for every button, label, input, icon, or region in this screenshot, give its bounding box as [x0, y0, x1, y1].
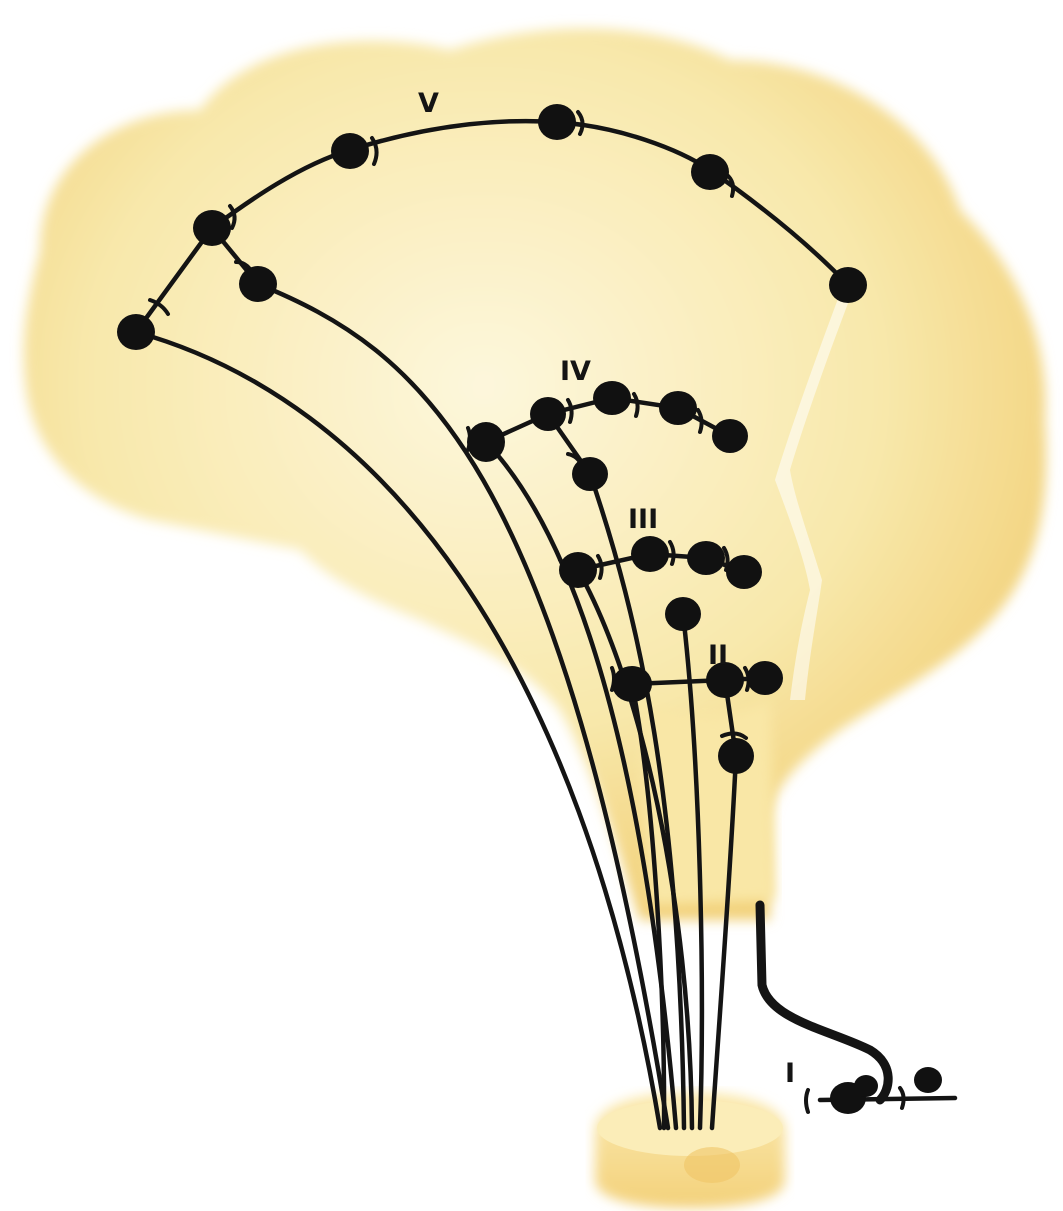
- neuron-body: [631, 536, 669, 572]
- neuron-body: [726, 555, 762, 589]
- brainstem-shape: [640, 700, 775, 905]
- neuron-body: [829, 267, 867, 303]
- neuron-body: [665, 597, 701, 631]
- level-label-ii: II: [708, 640, 728, 671]
- neuron-body: [747, 661, 783, 695]
- brain-silhouette: [24, 29, 1047, 920]
- neuron-body: [193, 210, 231, 246]
- neuron-body: [612, 666, 652, 702]
- neuron-body: [593, 381, 631, 415]
- neuron-body: [914, 1067, 942, 1093]
- neuron-body: [659, 391, 697, 425]
- spinal-cord-spot: [684, 1147, 740, 1183]
- synapse-mark: [806, 1090, 808, 1112]
- neuron-body: [467, 422, 505, 462]
- neuron-body: [854, 1075, 878, 1097]
- neuron-body: [530, 397, 566, 431]
- level-label-v: V: [418, 88, 439, 119]
- neuron-body: [117, 314, 155, 350]
- neuron-body: [239, 266, 277, 302]
- neuron-body: [331, 133, 369, 169]
- neuron-body: [538, 104, 576, 140]
- level-label-iii: III: [628, 504, 658, 535]
- level-label-i: I: [785, 1058, 795, 1089]
- level-label-iv: IV: [560, 356, 591, 387]
- neuron-body: [691, 154, 729, 190]
- neuron-body: [572, 457, 608, 491]
- neuron-body: [687, 541, 725, 575]
- cerebrum-shape: [24, 29, 1047, 920]
- neuron-body: [712, 419, 748, 453]
- neuron-body: [718, 738, 754, 774]
- level-i-sensory-fiber: [760, 905, 888, 1100]
- neuron-body: [559, 552, 597, 588]
